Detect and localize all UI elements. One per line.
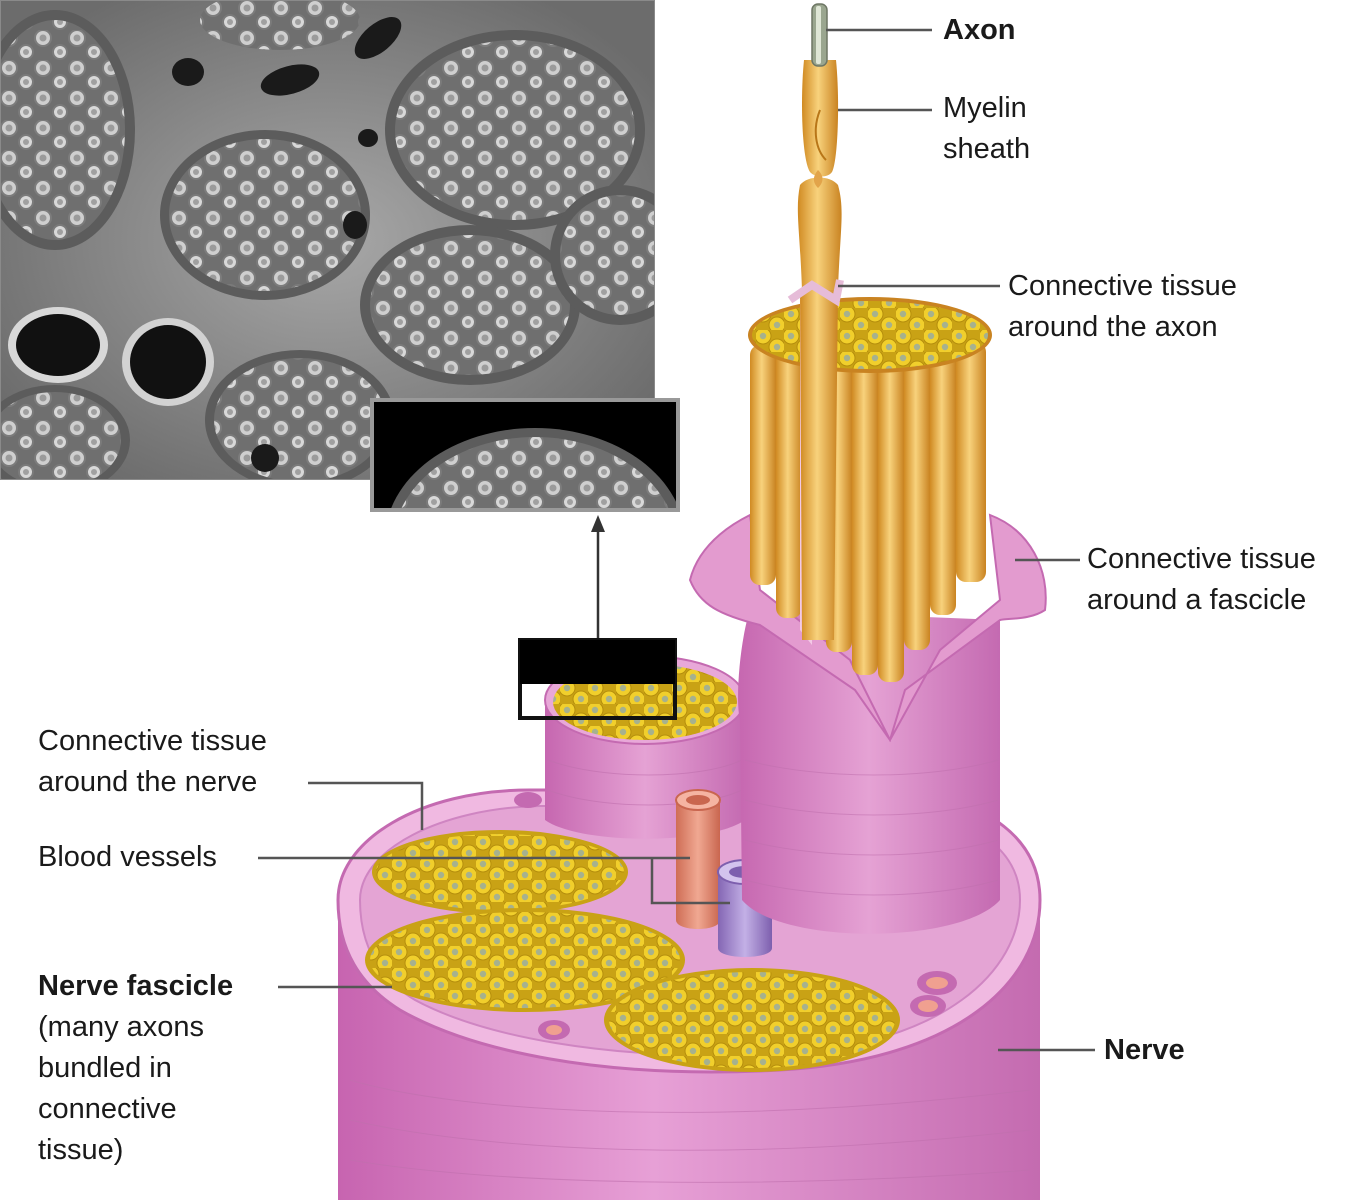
label-blood-vessels: Blood vessels — [38, 841, 217, 873]
micrograph-image — [0, 0, 655, 480]
label-myelin-sheath: Myelin sheath — [943, 92, 1031, 165]
zoom-arrow — [591, 515, 605, 640]
label-connective-tissue-nerve: Connective tissue around the nerve — [38, 725, 267, 798]
label-axon: Axon — [943, 14, 1016, 46]
label-nerve-fascicle: Nerve fascicle (many axons bundled in co… — [38, 970, 234, 1166]
single-axon — [787, 3, 844, 645]
nerve-illustration — [336, 3, 1047, 1200]
label-connective-tissue-axon: Connective tissue around the axon — [1008, 270, 1237, 343]
leader-lines — [258, 28, 1095, 1052]
label-nerve: Nerve — [1104, 1034, 1185, 1066]
label-connective-tissue-fascicle: Connective tissue around a fascicle — [1087, 539, 1316, 621]
label-connective-tissue-fascicle-line1: Connective tissue — [1087, 543, 1316, 575]
micrograph-inset — [370, 398, 680, 512]
label-connective-tissue-fascicle-line2: around a fascicle — [1087, 584, 1307, 616]
